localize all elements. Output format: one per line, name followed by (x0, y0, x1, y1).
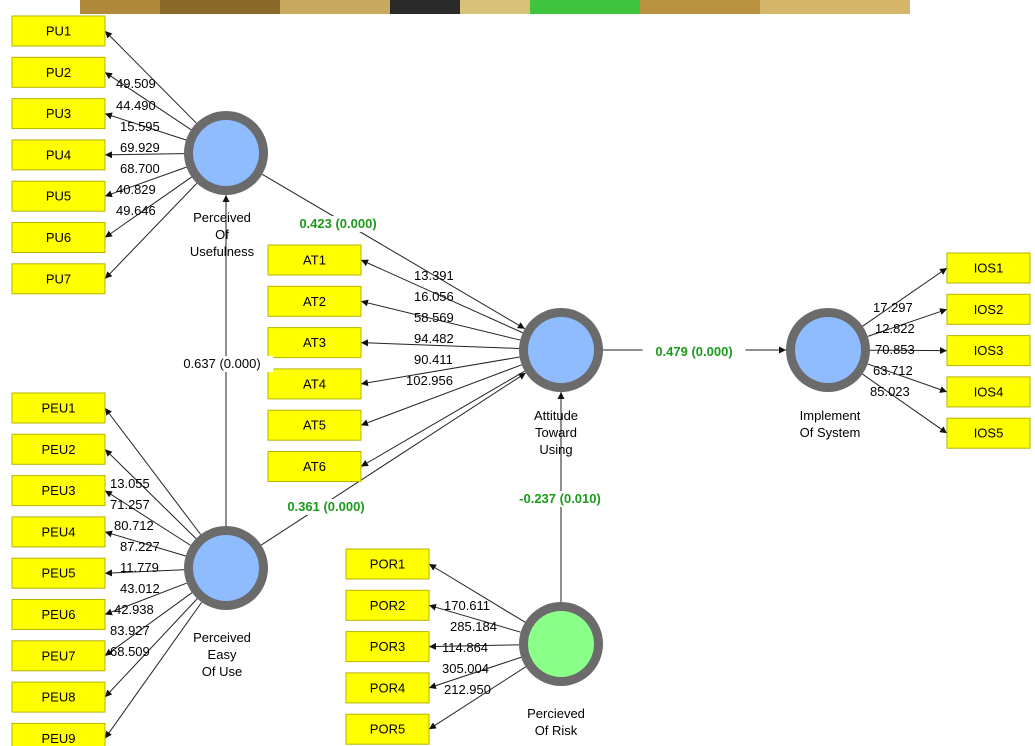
latent-label-peu-line3: Of Use (202, 664, 242, 679)
latent-label-por-line1: Percieved (527, 706, 585, 721)
indicator-label-por2: POR2 (370, 598, 405, 613)
latent-label-peu-line1: Perceived (193, 630, 251, 645)
latent-label-at-line2: Toward (535, 425, 577, 440)
loading-value-pu-3: 15.595 (120, 119, 160, 134)
loading-value-at-5: 90.411 (414, 352, 453, 367)
indicator-label-por1: POR1 (370, 557, 405, 572)
loading-value-peu-5: 11.779 (120, 560, 159, 575)
indicator-label-peu4: PEU4 (42, 524, 76, 539)
indicator-label-pu3: PU3 (46, 106, 71, 121)
indicator-label-pu7: PU7 (46, 271, 71, 286)
indicator-label-peu3: PEU3 (42, 483, 76, 498)
loading-arrow-peu1 (105, 408, 201, 535)
loading-value-peu-1: 13.055 (110, 476, 150, 491)
indicator-label-at3: AT3 (303, 335, 326, 350)
latent-label-ios-line1: Implement (800, 408, 861, 423)
loading-value-pu-1: 49.509 (116, 76, 156, 91)
indicator-label-por3: POR3 (370, 639, 405, 654)
loading-value-peu-9: 68.509 (110, 644, 150, 659)
latent-label-pu-line3: Usefulness (190, 244, 255, 259)
indicator-label-ios2: IOS2 (974, 302, 1004, 317)
loading-arrow-por5 (429, 667, 526, 729)
loading-value-ios-2: 12.822 (875, 321, 915, 336)
loading-value-peu-7: 42.938 (114, 602, 154, 617)
loading-value-pu-2: 44.490 (116, 98, 156, 113)
loading-value-peu-2: 71.257 (110, 497, 150, 512)
latent-label-ios-line2: Of System (800, 425, 861, 440)
indicator-label-ios3: IOS3 (974, 343, 1004, 358)
loading-value-at-4: 94.482 (414, 331, 454, 346)
indicator-label-peu1: PEU1 (42, 401, 76, 416)
indicator-label-ios5: IOS5 (974, 426, 1004, 441)
indicator-label-peu9: PEU9 (42, 731, 76, 746)
path-coefficient-at-ios: 0.479 (0.000) (655, 344, 732, 359)
indicator-label-ios4: IOS4 (974, 384, 1004, 399)
indicator-label-pu5: PU5 (46, 189, 71, 204)
loading-value-pu-5: 68.700 (120, 161, 160, 176)
latent-construct-peu (193, 535, 259, 601)
indicator-label-pu2: PU2 (46, 65, 71, 80)
indicator-label-at1: AT1 (303, 253, 326, 268)
loading-value-ios-4: 63.712 (873, 363, 913, 378)
loading-value-por-1: 170.611 (444, 598, 490, 613)
loading-value-por-5: 212.950 (444, 682, 491, 697)
latent-construct-at (528, 317, 594, 383)
loading-value-peu-6: 43.012 (120, 581, 160, 596)
path-coefficient-pu-at: 0.423 (0.000) (299, 216, 376, 231)
indicator-label-por4: POR4 (370, 680, 405, 695)
latent-label-por-line2: Of Risk (535, 723, 578, 738)
loading-value-ios-5: 85.023 (870, 384, 910, 399)
latent-label-peu-line2: Easy (208, 647, 237, 662)
latent-label-at-line1: Attitude (534, 408, 578, 423)
loading-value-ios-3: 70.853 (875, 342, 915, 357)
loading-arrow-ios5 (862, 374, 947, 433)
loading-value-por-3: 114.864 (442, 640, 488, 655)
loading-value-at-1: 13.391 (414, 268, 454, 283)
indicator-label-por5: POR5 (370, 722, 405, 737)
loading-value-pu-4: 69.929 (120, 140, 160, 155)
latent-construct-pu (193, 120, 259, 186)
loading-arrow-pu7 (105, 183, 197, 279)
indicator-label-pu6: PU6 (46, 230, 71, 245)
latent-construct-ios (795, 317, 861, 383)
indicator-label-peu7: PEU7 (42, 648, 76, 663)
path-coefficient-por-at: -0.237 (0.010) (519, 491, 601, 506)
loading-value-at-6: 102.956 (406, 373, 453, 388)
loading-value-peu-4: 87.227 (120, 539, 160, 554)
path-coefficient-peu-pu: 0.637 (0.000) (183, 356, 260, 371)
indicator-label-ios1: IOS1 (974, 261, 1004, 276)
indicator-label-at4: AT4 (303, 376, 326, 391)
loading-value-pu-7: 49.646 (116, 203, 156, 218)
indicator-label-peu5: PEU5 (42, 566, 76, 581)
latent-label-at-line3: Using (539, 442, 572, 457)
latent-label-pu-line1: Perceived (193, 210, 251, 225)
indicator-label-pu1: PU1 (46, 24, 71, 39)
indicator-label-peu6: PEU6 (42, 607, 76, 622)
path-coefficient-peu-at: 0.361 (0.000) (287, 499, 364, 514)
indicator-label-peu8: PEU8 (42, 690, 76, 705)
loading-value-pu-6: 40.829 (116, 182, 156, 197)
indicator-label-pu4: PU4 (46, 147, 71, 162)
indicator-label-at6: AT6 (303, 459, 326, 474)
loading-value-por-4: 305.004 (442, 661, 489, 676)
loading-value-at-2: 16.056 (414, 289, 454, 304)
indicator-label-at5: AT5 (303, 418, 326, 433)
loading-value-peu-8: 83.927 (110, 623, 150, 638)
loading-arrow-ios1 (863, 268, 947, 326)
indicator-label-peu2: PEU2 (42, 442, 76, 457)
loading-value-at-3: 58.569 (414, 310, 454, 325)
loading-arrow-por1 (429, 564, 525, 622)
indicator-label-at2: AT2 (303, 294, 326, 309)
loading-value-ios-1: 17.297 (873, 300, 913, 315)
loading-value-peu-3: 80.712 (114, 518, 154, 533)
latent-construct-por (528, 611, 594, 677)
latent-label-pu-line2: Of (215, 227, 229, 242)
loading-value-por-2: 285.184 (450, 619, 497, 634)
